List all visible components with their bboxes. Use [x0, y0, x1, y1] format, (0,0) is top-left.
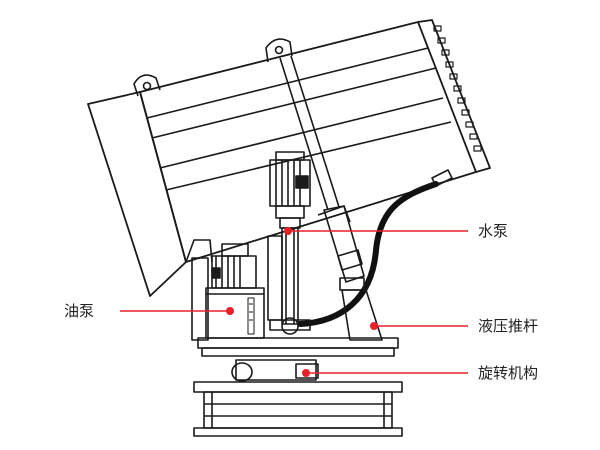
- label-oil-pump: 油泵: [64, 302, 95, 320]
- marker-oil-pump: [226, 307, 234, 315]
- leader-lines: [120, 230, 468, 374]
- marker-hydraulic-cylinder: [370, 322, 378, 330]
- leader-markers: [226, 227, 378, 377]
- barrel: [87, 19, 491, 297]
- marker-water-pump: [284, 227, 292, 235]
- water-pump-unit: [267, 151, 311, 335]
- water-hose: [297, 181, 439, 327]
- label-water-pump: 水泵: [478, 222, 509, 240]
- turntable-base: [193, 337, 403, 437]
- label-rotation-mechanism: 旋转机构: [478, 364, 539, 382]
- oil-pump-unit: [191, 243, 265, 341]
- marker-rotation: [302, 369, 310, 377]
- label-hydraulic-cylinder: 液压推杆: [478, 317, 539, 335]
- hydraulic-cylinder: [323, 205, 383, 341]
